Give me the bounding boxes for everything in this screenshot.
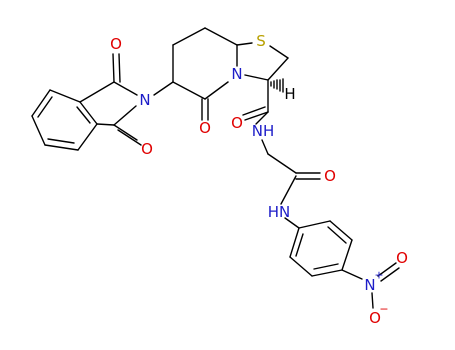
bond: [47, 138, 75, 144]
atom-o-amide-2: O: [324, 167, 336, 185]
bond: [112, 53, 115, 83]
bond: [44, 144, 79, 151]
charge-plus-nitro: +: [374, 269, 383, 282]
atom-o-phthalimide-bottom: O: [141, 140, 153, 158]
bond: [313, 263, 339, 270]
bond: [118, 53, 121, 83]
bond: [37, 96, 53, 118]
atom-o-amide-1: O: [231, 114, 243, 132]
bond: [244, 111, 269, 121]
atom-o-phthalimide-top: O: [110, 35, 122, 53]
bond: [49, 89, 81, 103]
bond: [77, 123, 98, 151]
bond: [289, 227, 300, 258]
bond: [298, 220, 331, 229]
bond: [31, 89, 51, 117]
bond: [242, 106, 266, 116]
bond: [153, 81, 174, 96]
bond: [327, 226, 347, 244]
bond: [79, 101, 98, 125]
bond: [172, 27, 206, 46]
bond: [255, 111, 269, 125]
bond: [341, 269, 363, 280]
atom-labels: O N O O N S H O NH O HN N + O O −: [110, 32, 408, 327]
bond: [76, 106, 91, 124]
bond: [267, 153, 297, 174]
bond: [311, 269, 343, 277]
bond: [31, 115, 46, 146]
atom-hn-amide-2: HN: [268, 203, 291, 221]
bond: [172, 81, 206, 100]
atom-nh-amide-1: NH: [252, 122, 275, 140]
bond: [113, 105, 137, 126]
atom-n-phthalimide: N: [139, 91, 150, 109]
bond: [204, 81, 229, 100]
bond: [380, 267, 400, 282]
stereo-hash-bond: [270, 78, 284, 93]
bond: [113, 124, 138, 141]
bond: [295, 233, 304, 257]
atom-s-thiazolidine: S: [256, 32, 266, 50]
bond: [244, 74, 269, 81]
bond: [204, 27, 238, 46]
atom-h-stereo: H: [284, 85, 295, 103]
charge-minus-nitro: −: [379, 303, 388, 316]
bond: [371, 292, 374, 309]
bonds: [31, 27, 400, 309]
bond: [96, 123, 115, 126]
bond: [269, 45, 289, 59]
bond: [261, 139, 269, 155]
bond: [267, 57, 289, 81]
bond: [329, 220, 353, 241]
atom-n-ring: N: [231, 65, 242, 83]
atom-o-nitro-bottom: O: [369, 309, 381, 327]
bond: [341, 239, 353, 271]
atom-n-nitro: N: [364, 276, 375, 294]
bond: [236, 42, 253, 46]
bond: [79, 81, 115, 103]
bond: [377, 262, 397, 277]
bond: [280, 175, 297, 205]
atom-o-lactam: O: [199, 119, 211, 137]
bond: [289, 256, 313, 277]
bond: [284, 217, 300, 229]
atom-o-nitro-top: O: [396, 249, 408, 267]
bond: [117, 129, 142, 146]
bond: [113, 81, 138, 96]
